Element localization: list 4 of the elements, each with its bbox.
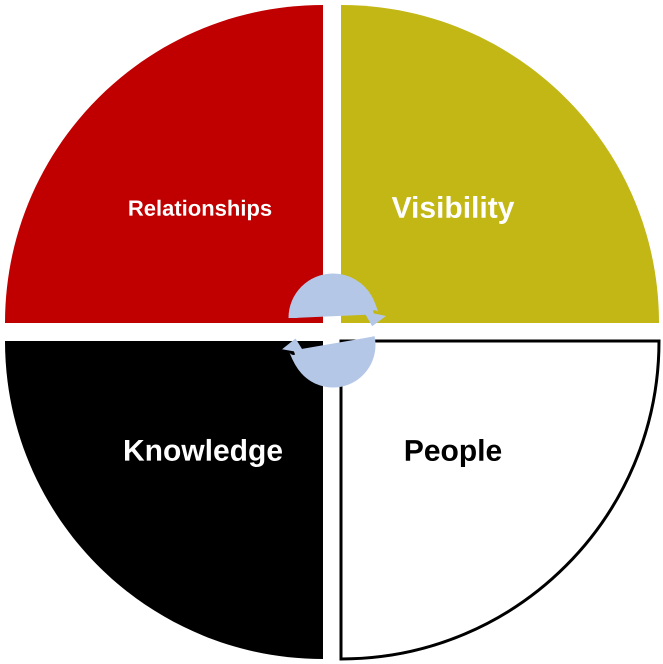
quadrant: Relationships: [5, 5, 323, 323]
quadrant: People: [340, 340, 660, 660]
quadrant: Knowledge: [5, 341, 323, 659]
quadrant: Visibility: [341, 5, 659, 323]
